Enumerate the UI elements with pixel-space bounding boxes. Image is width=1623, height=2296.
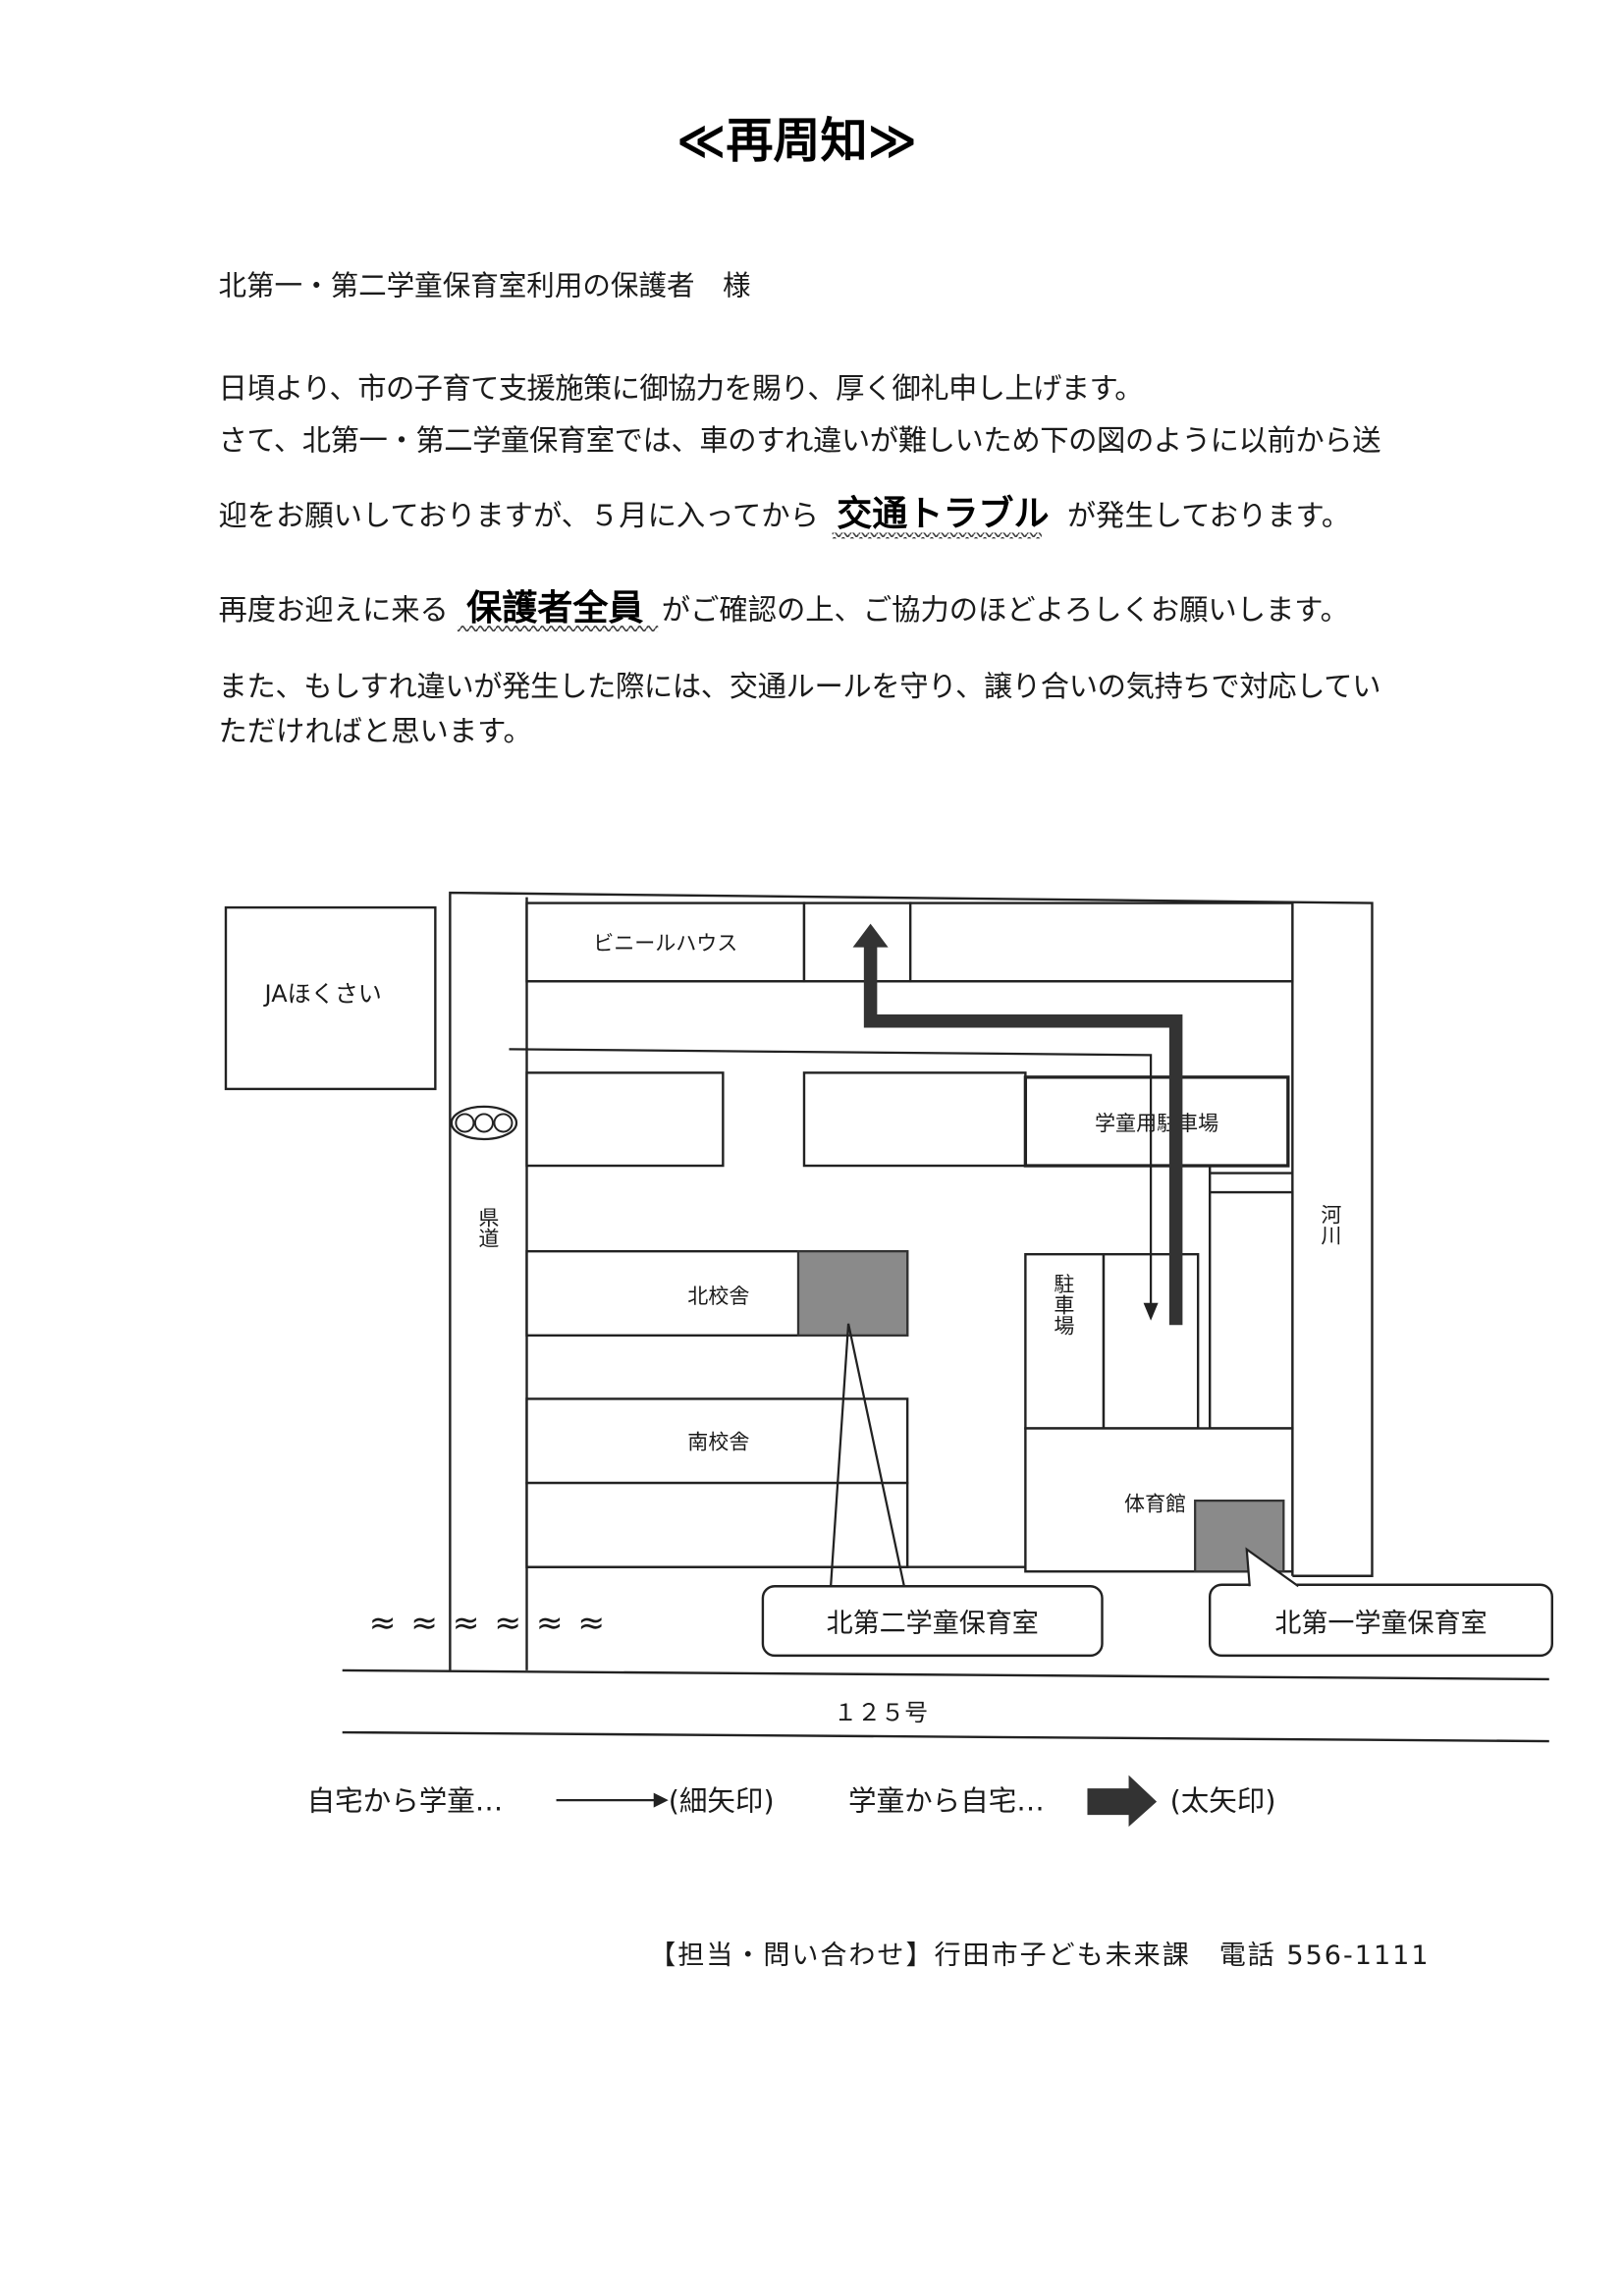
- body-line-2: さて、北第一・第二学童保育室では、車のすれ違いが難しいため下の図のように以前から…: [218, 423, 1380, 457]
- prefectural-road-label: 県道: [476, 1207, 501, 1249]
- body-line-1: 日頃より、市の子育て支援施策に御協力を賜り、厚く御礼申し上げます。: [218, 372, 1143, 406]
- map-block: [1208, 1190, 1294, 1430]
- body-line-3: 迎をお願いしておりますが、５月に入ってから 交通トラブル が発生しております。: [218, 493, 1350, 534]
- south-building-label: 南校舎: [687, 1430, 749, 1454]
- legend-thin-arrow: (細矢印): [669, 1785, 775, 1818]
- page-title: ≪再周知≫: [676, 113, 917, 168]
- map-block: [908, 902, 1294, 983]
- thick-arrow-icon: [1087, 1775, 1158, 1828]
- map-block: [525, 1071, 725, 1168]
- route-125-label: １２５号: [834, 1699, 928, 1726]
- emphasis-all-guardians: 保護者全員: [466, 587, 643, 629]
- contact-footer: 【担当・問い合わせ】行田市子ども未来課 電話 556-1111: [649, 1941, 1428, 1971]
- route-map: JAほくさい ビニールハウス 学童用駐車場 北校舎 南校舎 体育館 県道 河川 …: [224, 891, 1553, 1743]
- vinyl-house-label: ビニールハウス: [593, 931, 737, 956]
- wavy-underline: [457, 626, 659, 632]
- callout-north-second: [761, 1585, 1104, 1658]
- legend: 自宅から学童… (細矢印) 学童から自宅… (太矢印): [307, 1775, 1276, 1828]
- ja-hokusai-label: JAほくさい: [263, 980, 382, 1008]
- body-line-6: ただければと思います。: [218, 714, 531, 747]
- body-line-3-end: が発生しております。: [1067, 499, 1350, 532]
- body-line-3-start: 迎をお願いしておりますが、５月に入ってから: [218, 499, 818, 532]
- north-second-gakudo-marker: [796, 1250, 909, 1337]
- south-building-box: [525, 1397, 909, 1485]
- callout-north-first: [1208, 1583, 1553, 1658]
- ja-hokusai-box: [224, 905, 437, 1091]
- route-125-edge: [342, 1730, 1549, 1743]
- legend-home-to-gakudo: 自宅から学童…: [307, 1785, 504, 1818]
- vinyl-house-box: [525, 902, 806, 983]
- body-line-5: また、もしすれ違いが発生した際には、交通ルールを守り、譲り合いの気持ちで対応して…: [218, 670, 1380, 703]
- parking-label: 駐車場: [1052, 1274, 1076, 1337]
- callout-pointer: [829, 1323, 906, 1589]
- wavy-underline: [832, 532, 1042, 539]
- map-boundary: [449, 891, 1374, 1670]
- callout-pointer: [1245, 1547, 1300, 1588]
- north-building-label: 北校舎: [687, 1284, 749, 1308]
- body-line-4-end: がご確認の上、ご協力のほどよろしくお願いします。: [662, 593, 1349, 627]
- emphasis-traffic-trouble: 交通トラブル: [837, 493, 1049, 534]
- thin-arrow-head-icon: [653, 1792, 669, 1808]
- thin-route-arrow: [509, 1048, 1159, 1321]
- body-line-4-start: 再度お迎えに来る: [218, 593, 448, 627]
- map-block: [802, 1071, 1027, 1168]
- river-label: 河川: [1319, 1204, 1343, 1246]
- north-first-gakudo-marker: [1194, 1499, 1285, 1573]
- gakudo-parking-box: [1023, 1075, 1290, 1168]
- body-line-4: 再度お迎えに来る 保護者全員 がご確認の上、ご協力のほどよろしくお願いします。: [218, 587, 1349, 629]
- legend-thick-arrow: (太矢印): [1170, 1785, 1276, 1818]
- callout-north-first-label: 北第一学童保育室: [1274, 1609, 1487, 1639]
- callout-north-second-label: 北第二学童保育室: [827, 1609, 1039, 1639]
- traffic-light-icon: [450, 1105, 518, 1141]
- map-block: [525, 1481, 909, 1568]
- thick-route-arrow: [852, 923, 1183, 1326]
- gym-label: 体育館: [1124, 1492, 1186, 1516]
- legend-gakudo-to-home: 学童から自宅…: [848, 1785, 1045, 1818]
- route-125-edge: [342, 1668, 1549, 1681]
- gakudo-parking-label: 学童用駐車場: [1095, 1111, 1218, 1135]
- water-symbol: ≈≈≈≈≈≈: [369, 1603, 605, 1641]
- addressee: 北第一・第二学童保育室利用の保護者 様: [218, 270, 750, 302]
